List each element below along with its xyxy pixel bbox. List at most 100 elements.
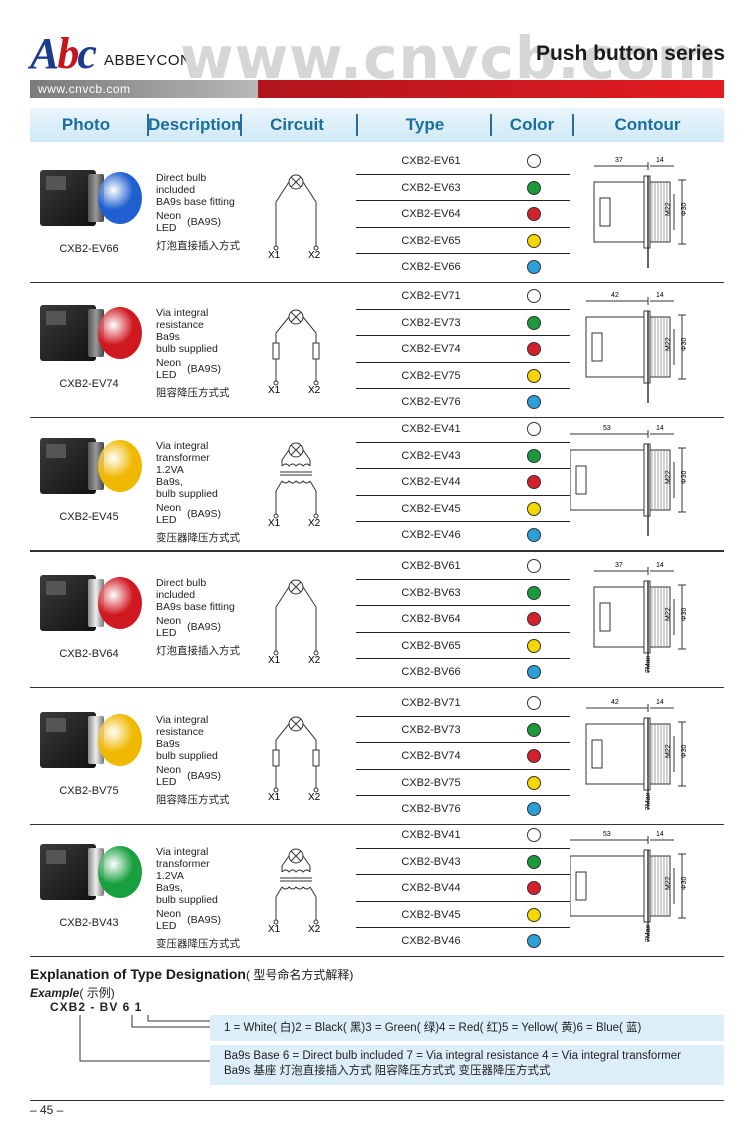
example-code: CXB2 - BV 6 1: [50, 1000, 143, 1014]
terminal-x1: X1: [268, 792, 281, 800]
type-cell: CXB2-EV66: [356, 254, 570, 281]
header-divider: [572, 114, 574, 136]
dimension-label: Φ30: [681, 338, 688, 351]
description-line: transformer: [156, 452, 210, 464]
group-divider: [30, 416, 724, 418]
base-code-legend: Ba9s Base 6 = Direct bulb included 7 = V…: [210, 1045, 724, 1085]
terminal-x2: X2: [308, 792, 321, 800]
type-cell: CXB2-BV75: [356, 770, 570, 796]
color-indicator: [527, 180, 541, 195]
type-cell: CXB2-EV76: [356, 389, 570, 416]
description-line: transformer: [156, 858, 210, 870]
dimension-label: 53: [603, 425, 611, 432]
description-line: bulb supplied: [156, 488, 218, 500]
type-code: CXB2-EV45: [401, 502, 461, 515]
dimension-label: 14: [656, 699, 664, 706]
type-cell: CXB2-EV73: [356, 310, 570, 336]
type-cell: CXB2-EV63: [356, 175, 570, 201]
header-divider: [356, 114, 358, 136]
designation-connector-lines: [79, 1015, 210, 1062]
led-label: LED: [156, 222, 177, 234]
color-indicator: [527, 475, 541, 489]
dimension-label: 7Max: [645, 655, 652, 673]
color-indicator: [527, 802, 541, 816]
type-code: CXB2-BV71: [401, 697, 461, 709]
color-indicator: [527, 722, 541, 737]
type-cell: CXB2-BV43: [356, 849, 570, 875]
dimension-label: M22: [665, 876, 672, 890]
photo-label: CXB2-EV45: [59, 511, 119, 523]
description-cn: 灯泡直接插入方式: [156, 240, 240, 252]
type-cell: CXB2-BV73: [356, 717, 570, 743]
led-label: LED: [156, 920, 177, 932]
led-label: LED: [156, 369, 177, 381]
col-contour: Contour: [614, 115, 681, 134]
color-indicator: [527, 881, 541, 895]
type-cell: CXB2-EV71: [356, 283, 570, 310]
color-indicator: [527, 289, 541, 303]
color-indicator: [527, 612, 541, 626]
color-indicator: [527, 233, 541, 248]
color-indicator: [527, 315, 541, 330]
photo-label: CXB2-BV64: [59, 648, 119, 660]
dimension-label: 14: [656, 425, 664, 432]
type-code: CXB2-BV73: [401, 723, 461, 736]
dimension-label: Φ30: [681, 877, 688, 890]
group-divider: [30, 281, 724, 283]
type-code: CXB2-BV75: [401, 776, 461, 789]
description-cn: 灯泡直接插入方式: [156, 645, 240, 657]
description-cn: 阻容降压方式式: [156, 387, 230, 399]
color-indicator: [527, 696, 541, 710]
type-code: CXB2-EV74: [401, 343, 461, 355]
description-cn: 阻容降压方式式: [156, 794, 230, 806]
description-cn: 变压器降压方式式: [156, 938, 240, 950]
base-legend-en: Ba9s Base 6 = Direct bulb included 7 = V…: [224, 1050, 681, 1062]
type-cell: CXB2-BV76: [356, 796, 570, 823]
description-line: resistance: [156, 726, 204, 738]
brand-name: ABBEYCON: [104, 52, 192, 69]
type-code: CXB2-BV76: [401, 803, 461, 815]
type-code: CXB2-BV41: [401, 829, 461, 841]
photo-label: CXB2-EV66: [59, 243, 119, 255]
dimension-label: Φ30: [681, 203, 688, 216]
type-code: CXB2-EV66: [401, 261, 461, 273]
description-line: 1.2VA: [156, 464, 184, 476]
group-divider: [30, 549, 724, 552]
type-cell: CXB2-BV63: [356, 580, 570, 606]
terminal-x2: X2: [308, 518, 321, 526]
description-line: resistance: [156, 319, 204, 331]
type-code: CXB2-BV63: [401, 586, 461, 599]
circuit-diagram: X1 X2: [268, 716, 321, 800]
dimension-label: Φ30: [681, 745, 688, 758]
color-indicator: [527, 775, 541, 790]
type-code: CXB2-BV66: [401, 666, 461, 678]
description-line: Ba9s,: [156, 882, 183, 894]
type-cell: CXB2-BV71: [356, 690, 570, 717]
color-indicator: [527, 207, 541, 221]
dimension-label: 37: [615, 562, 623, 569]
col-description: Description: [148, 115, 242, 134]
type-cell: CXB2-BV44: [356, 875, 570, 902]
terminal-x2: X2: [308, 250, 321, 258]
terminal-x1: X1: [268, 385, 281, 393]
color-indicator: [527, 638, 541, 653]
description-line: Via integral: [156, 307, 209, 319]
type-cell: CXB2-BV66: [356, 659, 570, 686]
base-label: (BA9S): [187, 216, 221, 228]
type-code: CXB2-EV64: [401, 208, 461, 220]
type-cell: CXB2-BV61: [356, 553, 570, 580]
